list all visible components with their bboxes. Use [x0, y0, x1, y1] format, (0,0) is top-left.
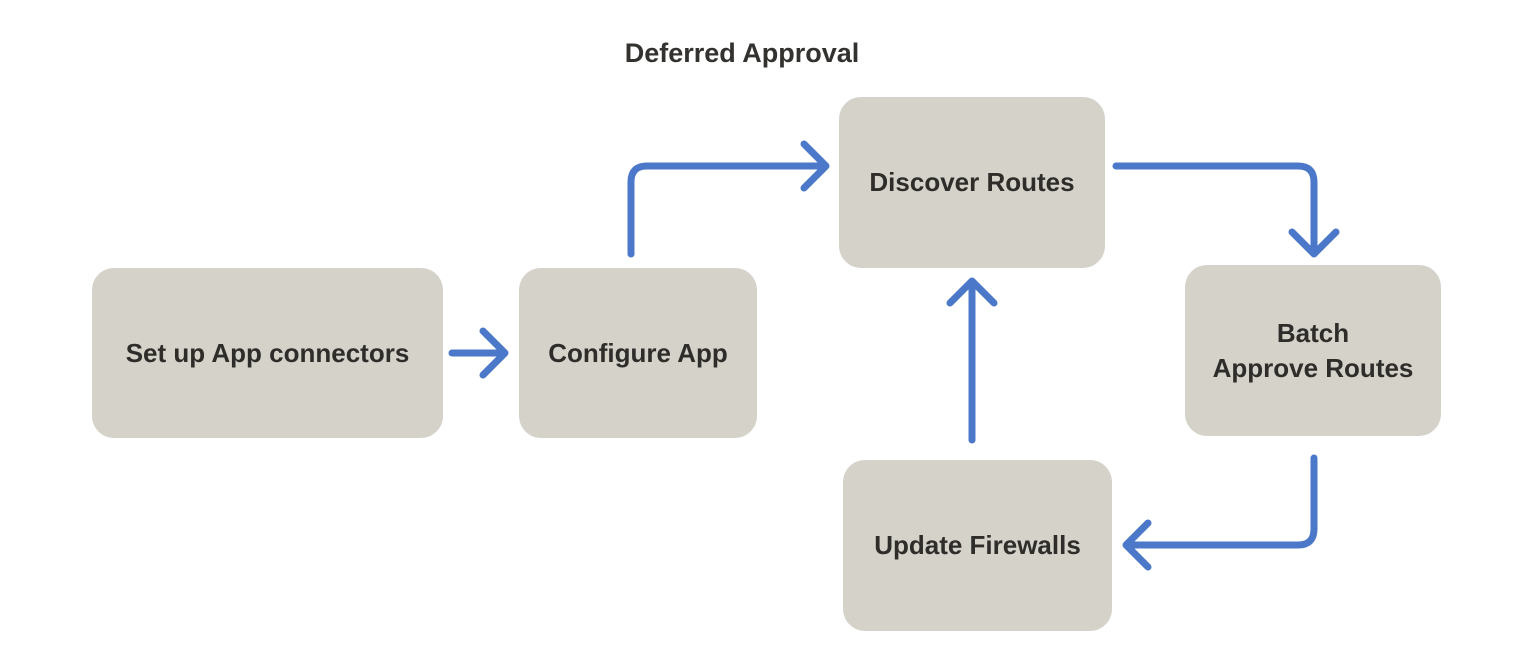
node-label: Configure App — [548, 337, 728, 368]
node-configure-app: Configure App — [519, 268, 757, 438]
arrow-configure-to-discover-icon — [627, 140, 830, 258]
node-label: Batch Approve Routes — [1212, 318, 1414, 383]
arrow-head — [800, 140, 830, 192]
arrow-firewalls-to-discover-icon — [946, 277, 998, 444]
arrow-discover-to-batch-icon — [1112, 162, 1340, 258]
arrow-shaft — [1112, 162, 1318, 252]
node-batch-approve-routes: Batch Approve Routes — [1185, 265, 1441, 436]
node-discover-routes: Discover Routes — [839, 97, 1105, 268]
arrow-shaft — [1128, 454, 1318, 549]
node-set-up-app-connectors: Set up App connectors — [92, 268, 443, 438]
node-update-firewalls: Update Firewalls — [843, 460, 1112, 631]
node-label: Discover Routes — [869, 167, 1075, 198]
arrow-setup-to-configure-icon — [448, 327, 509, 379]
diagram-title: Deferred Approval — [624, 38, 860, 68]
arrow-head — [479, 327, 509, 379]
arrow-batch-to-firewalls-icon — [1122, 454, 1318, 571]
node-label: Set up App connectors — [125, 337, 410, 368]
arrow-head — [946, 277, 998, 307]
arrow-shaft — [627, 162, 824, 258]
arrow-head — [1122, 519, 1152, 571]
arrow-head — [1288, 228, 1340, 258]
node-label: Update Firewalls — [874, 530, 1081, 561]
